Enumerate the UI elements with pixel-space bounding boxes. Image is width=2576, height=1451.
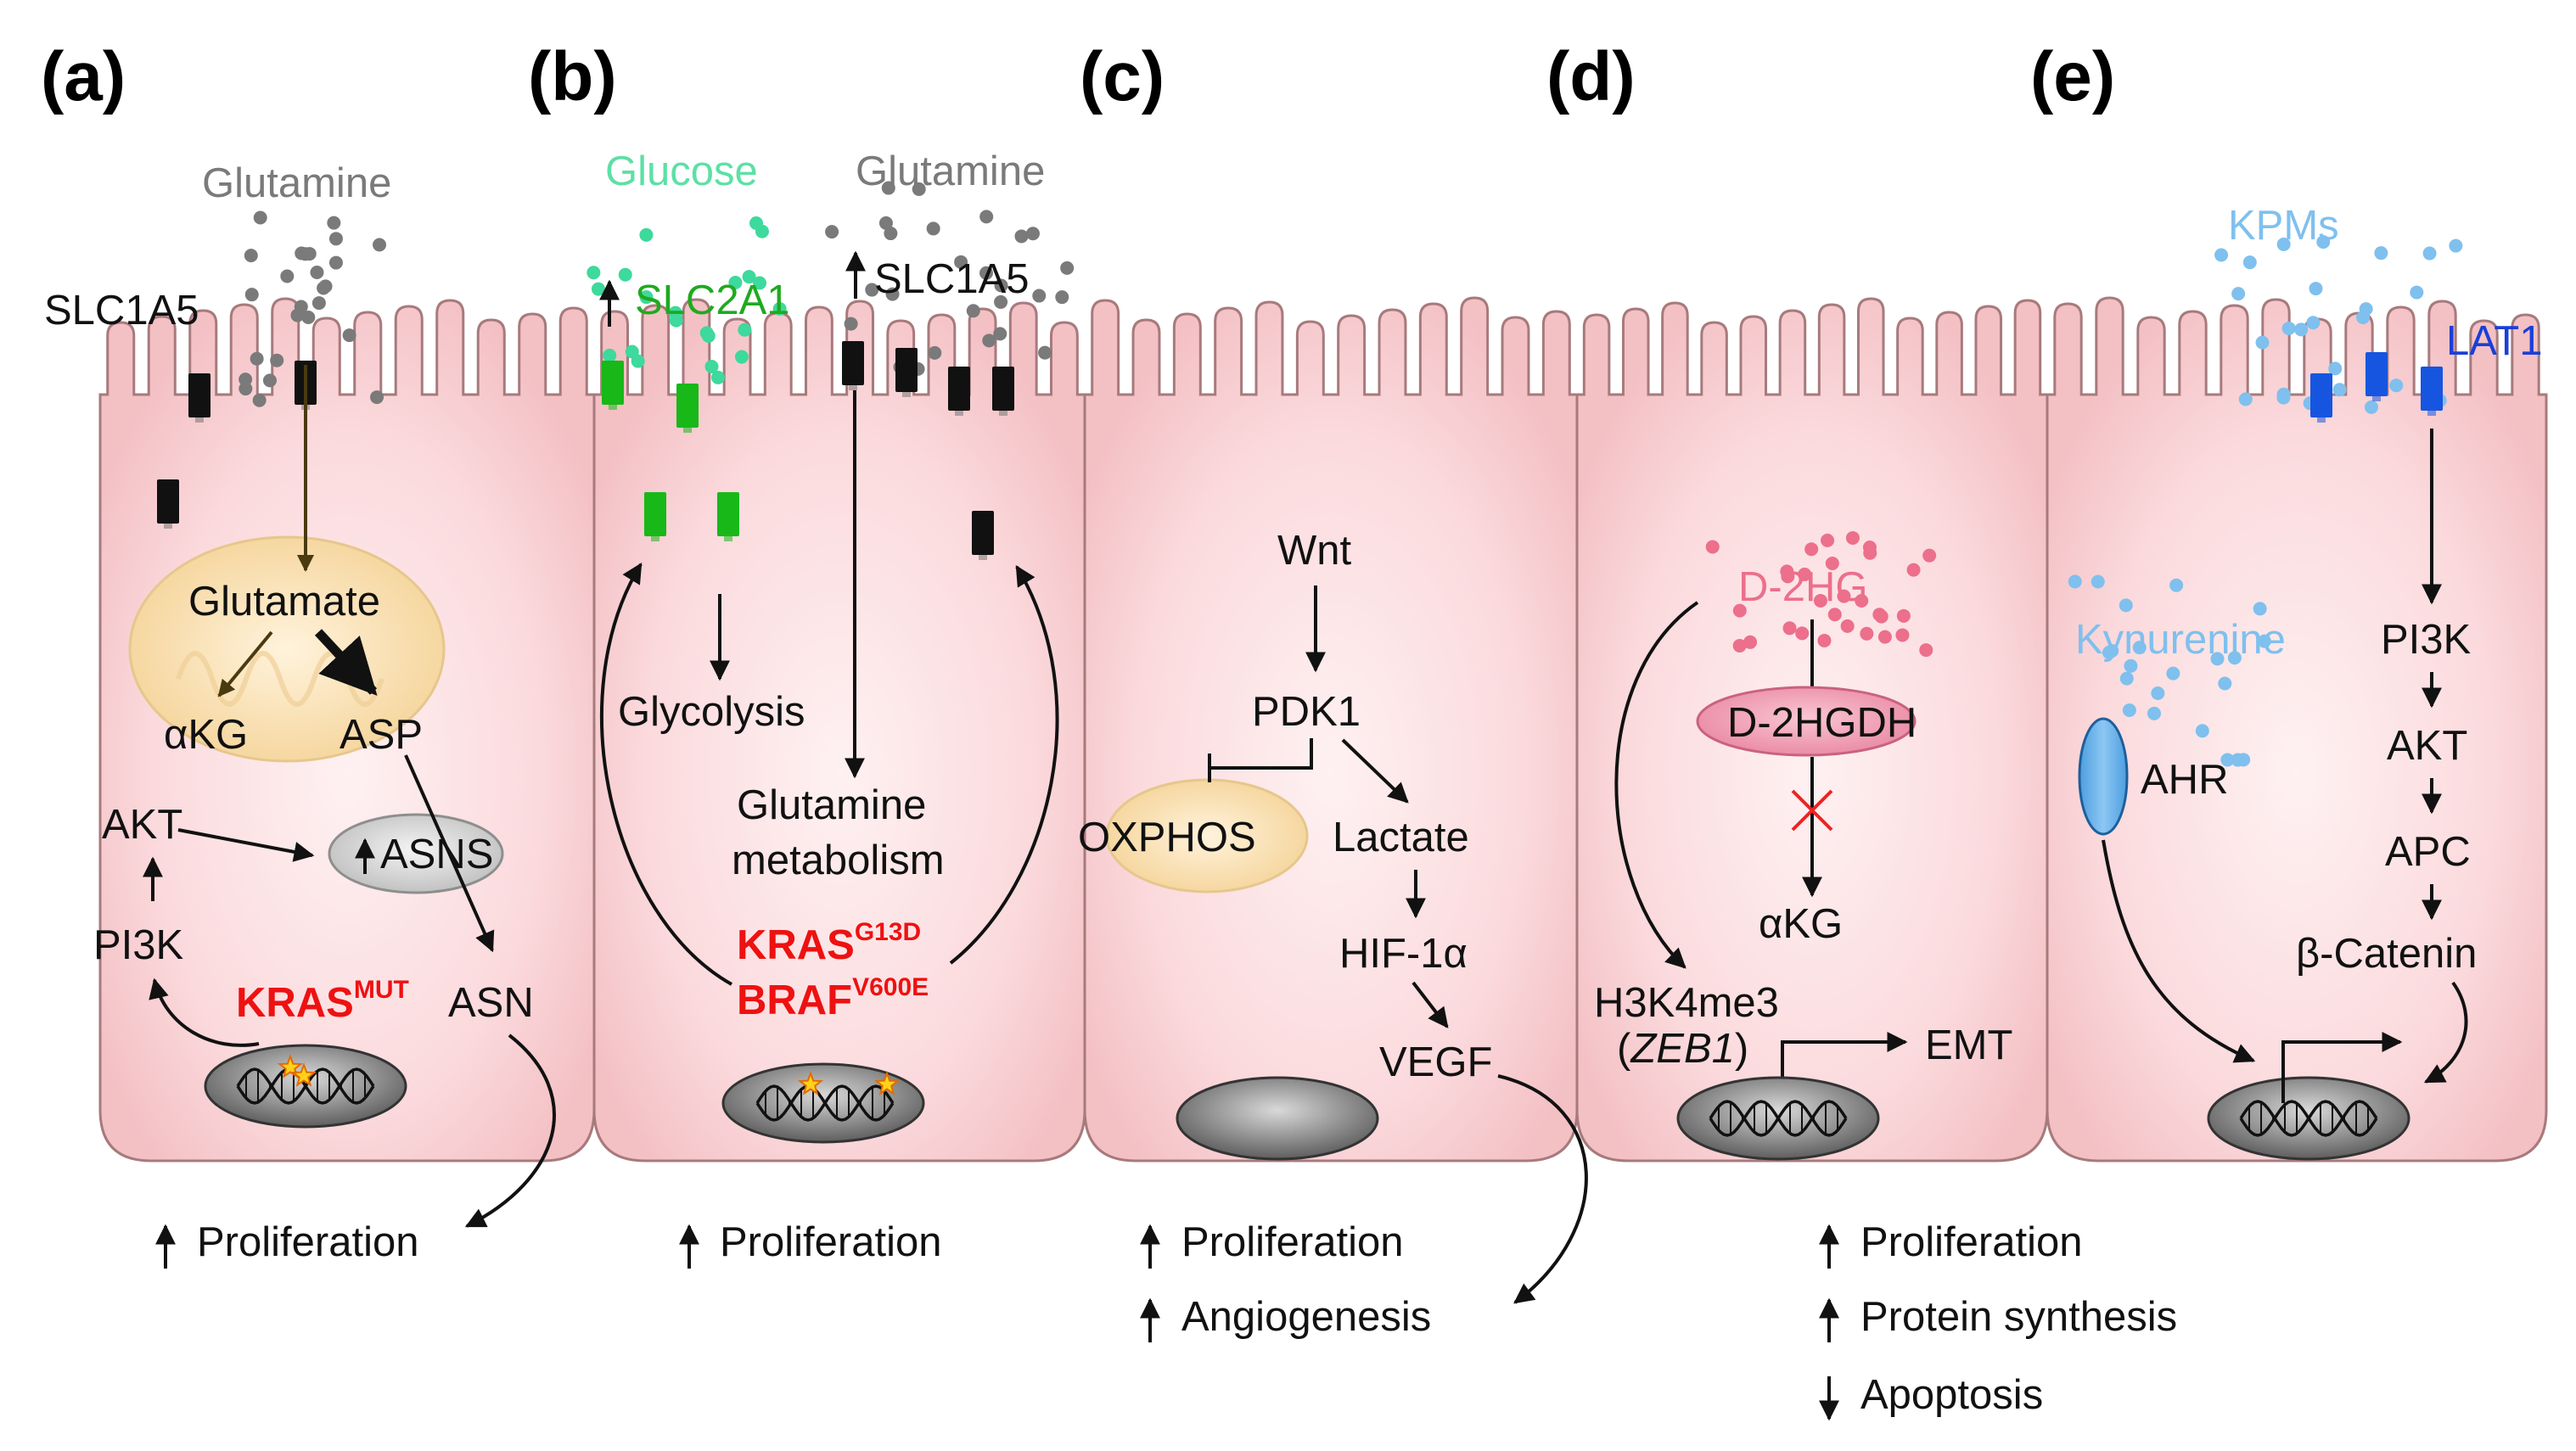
asp-label: ASP	[340, 712, 423, 758]
asn-label: ASN	[448, 980, 534, 1026]
transporter-icon	[676, 384, 699, 433]
glutamine-metabolism-label-2: metabolism	[732, 838, 945, 883]
transporter-icon	[602, 361, 624, 410]
vegf-label: VEGF	[1379, 1039, 1492, 1085]
dna-helix-icon	[236, 1067, 375, 1105]
akt-label-e: AKT	[2387, 723, 2467, 769]
glutamine-label-a: Glutamine	[202, 160, 391, 206]
mutation-star-icon	[290, 1062, 317, 1087]
panel-label-d: (d)	[1546, 38, 1636, 115]
outcome-apoptosis-d: Apoptosis	[1860, 1372, 2043, 1418]
particles-and-transporters	[157, 181, 2463, 767]
pi3k-label-a: PI3K	[93, 922, 184, 968]
kynurenine-label: Kynurenine	[2075, 617, 2286, 663]
outcome-proliferation-d: Proliferation	[1860, 1219, 2082, 1265]
panel-a: (a) Glutamine SLC1A5 Glutamate αKG ASP A…	[41, 38, 556, 1269]
d2hgdh-enzyme	[1696, 686, 1917, 757]
pdk1-label: PDK1	[1252, 689, 1361, 735]
epithelial-cell	[2046, 296, 2548, 1162]
transporter-icon	[972, 511, 994, 560]
panel-label-b: (b)	[528, 38, 617, 115]
nucleus-b	[721, 1062, 925, 1144]
outcome-proliferation-c: Proliferation	[1181, 1219, 1403, 1265]
d2hgdh-label: D-2HGDH	[1727, 700, 1917, 746]
akg-label-d: αKG	[1759, 901, 1843, 947]
asns-label: ASNS	[380, 832, 493, 877]
kras-g13d-label: KRASG13D	[737, 918, 921, 968]
panel-c: (c) Wnt PDK1 OXPHOS Lactate HIF-1α VEGF …	[1078, 38, 1588, 1342]
panel-e: (e) KPMs LAT1 Kynurenine AHR PI3K AKT AP…	[2030, 38, 2542, 1161]
nucleus-d	[1676, 1076, 1880, 1161]
slc1a5-label-a: SLC1A5	[44, 288, 199, 333]
ahr-label: AHR	[2141, 757, 2228, 803]
glutamine-label-b: Glutamine	[856, 148, 1045, 194]
braf-v600e-label: BRAFV600E	[737, 973, 929, 1023]
zeb1-label: (ZEB1)	[1617, 1026, 1748, 1072]
akg-label-a: αKG	[164, 712, 248, 758]
dna-helix-icon	[1709, 1100, 1848, 1137]
akt-label-a: AKT	[102, 802, 182, 848]
lactate-label: Lactate	[1333, 815, 1469, 860]
epithelial-cell	[1083, 296, 1579, 1162]
h3k4me3-label: H3K4me3	[1594, 980, 1779, 1026]
inhibition-cross-icon	[1791, 789, 1833, 832]
molecule-particles	[1705, 530, 1937, 658]
wnt-label: Wnt	[1277, 528, 1352, 574]
outcome-angiogenesis-c: Angiogenesis	[1181, 1294, 1431, 1340]
outcome-proliferation-a: Proliferation	[197, 1219, 418, 1265]
transporter-icon	[895, 348, 918, 397]
glutamine-metabolism-label-1: Glutamine	[737, 782, 926, 828]
mutation-star-icon	[277, 1054, 304, 1078]
outcome-proliferation-b: Proliferation	[720, 1219, 941, 1265]
oxphos-label: OXPHOS	[1078, 815, 1256, 860]
panel-label-a: (a)	[41, 38, 126, 115]
panel-label-e: (e)	[2030, 38, 2115, 115]
transporter-icon	[842, 341, 864, 390]
transporter-icon	[717, 492, 739, 541]
pi3k-label-e: PI3K	[2381, 617, 2472, 663]
panel-d: (d) D-2HG D-2HGDH αKG H3K4me3 (ZEB1) EMT…	[1546, 38, 2177, 1421]
slc2a1-label: SLC2A1	[635, 277, 790, 323]
glycolysis-label: Glycolysis	[618, 689, 805, 735]
nucleus-icon	[1176, 1076, 1379, 1161]
transporter-icon	[992, 367, 1014, 416]
glucose-label: Glucose	[605, 148, 758, 194]
emt-label: EMT	[1925, 1022, 2012, 1068]
dna-helix-icon	[2239, 1100, 2378, 1137]
slc1a5-label-b: SLC1A5	[874, 256, 1030, 302]
apc-label: APC	[2385, 829, 2471, 875]
ahr-receptor	[2078, 717, 2129, 836]
transporter-icon	[2366, 352, 2388, 401]
transporter-icon	[188, 373, 210, 423]
mitochondrion-icon	[1105, 778, 1309, 894]
transporter-icon	[948, 367, 970, 416]
transporter-icon	[644, 492, 666, 541]
beta-catenin-label: β-Catenin	[2296, 931, 2477, 977]
epithelial-cells	[98, 296, 2548, 1162]
dna-helix-icon	[755, 1084, 895, 1122]
kras-mut-label: KRASMUT	[236, 976, 409, 1026]
kpms-label: KPMs	[2228, 203, 2339, 249]
molecule-particles	[239, 210, 387, 407]
molecule-particles	[2068, 574, 2271, 767]
transporter-icon	[2421, 367, 2443, 416]
mutation-star-icon	[797, 1071, 824, 1095]
mutation-star-icon	[873, 1071, 901, 1095]
lat1-label: LAT1	[2446, 318, 2542, 364]
glutamate-label: Glutamate	[188, 579, 380, 625]
outcome-protein-synthesis-d: Protein synthesis	[1860, 1294, 2177, 1340]
transporter-icon	[2310, 373, 2332, 423]
transporter-icon	[157, 479, 179, 529]
panel-label-c: (c)	[1080, 38, 1165, 115]
nucleus-a	[204, 1044, 407, 1129]
nucleus-e	[2207, 1076, 2410, 1161]
hif-label: HIF-1α	[1339, 931, 1468, 977]
epithelial-cell	[592, 298, 1086, 1162]
d2hg-label: D-2HG	[1738, 564, 1867, 610]
panel-b: (b) Glucose SLC2A1 Glutamine SLC1A5 Glyc…	[528, 38, 1059, 1269]
